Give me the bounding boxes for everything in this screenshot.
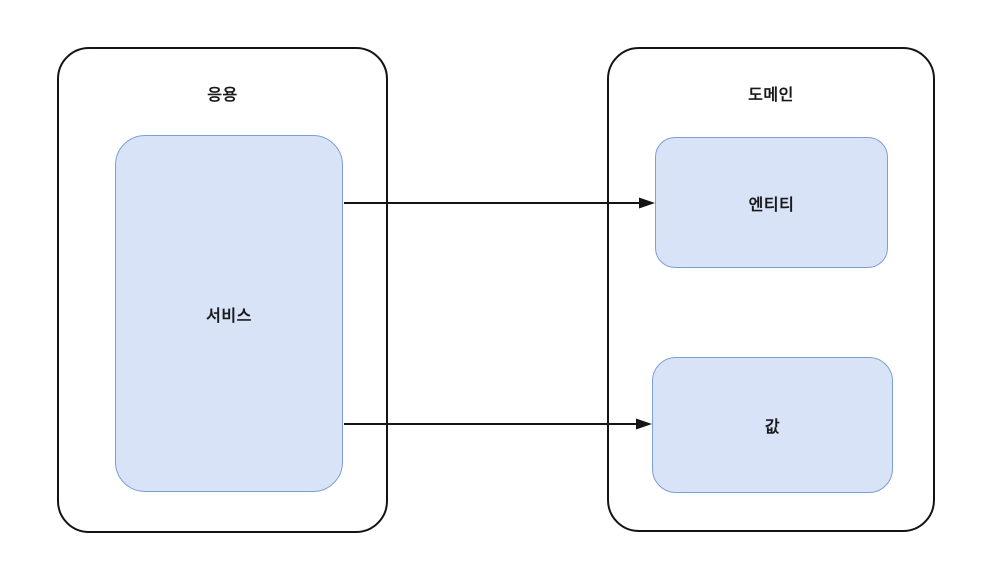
- node-value: 값: [652, 357, 893, 493]
- node-service-label: 서비스: [206, 307, 252, 325]
- arrow-service-to-value: [344, 418, 652, 430]
- container-application-label: 응용: [207, 87, 238, 104]
- container-domain-label: 도메인: [748, 87, 794, 104]
- node-service: 서비스: [115, 135, 343, 492]
- node-entity: 엔티티: [655, 137, 888, 268]
- node-value-label: 값: [764, 419, 781, 436]
- node-entity-label: 엔티티: [748, 196, 795, 214]
